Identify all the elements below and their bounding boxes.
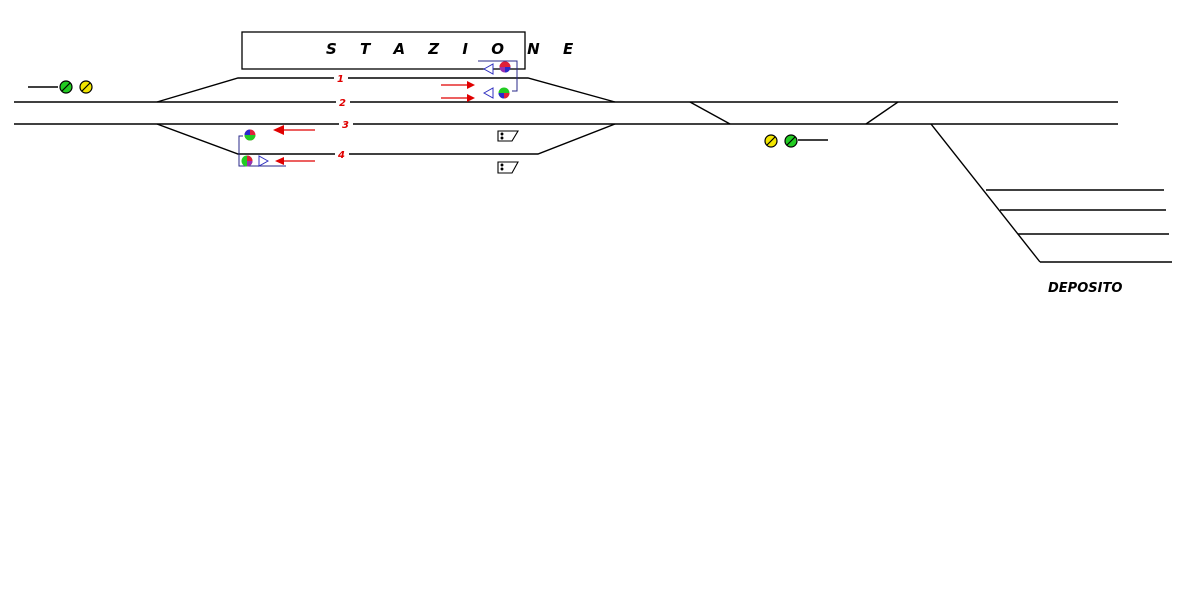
tracks [14, 77, 1172, 263]
track-number-1: 1 [337, 74, 344, 85]
buffer-stop-icon[interactable] [497, 130, 519, 142]
track-number-4: 4 [337, 150, 345, 161]
departure-signal-track-3[interactable] [244, 129, 256, 141]
station-name: S T A Z I O N E [326, 40, 582, 58]
signal-frame [478, 60, 518, 92]
crossover-left [689, 101, 731, 125]
depot-lead [930, 123, 1041, 263]
station-building: S T A Z I O N E [241, 31, 582, 70]
departure-signals-west [238, 129, 286, 167]
direction-arrow[interactable] [275, 157, 315, 165]
home-signal-left[interactable] [59, 80, 93, 94]
siding-track-1 [156, 77, 616, 103]
departure-signals-east [478, 60, 518, 99]
departure-signal-track-2[interactable] [498, 87, 510, 99]
buffer-stops [497, 130, 519, 174]
shunting-signal-track-1[interactable] [482, 63, 494, 75]
direction-arrow[interactable] [441, 94, 475, 102]
depot-label: DEPOSITO [1048, 281, 1122, 296]
signal-frame [238, 135, 286, 167]
buffer-stop-icon[interactable] [497, 161, 519, 174]
track-numbers: 1 2 3 4 [334, 72, 353, 161]
crossover-right [865, 101, 899, 125]
siding-track-4 [156, 123, 616, 155]
direction-arrows [273, 81, 475, 165]
home-signal-right[interactable] [764, 134, 798, 148]
track-number-2: 2 [339, 98, 346, 109]
direction-arrow[interactable] [441, 81, 475, 89]
station-building-box [241, 31, 526, 70]
departure-signal-track-1[interactable] [499, 61, 511, 73]
shunting-signal-track-4[interactable] [258, 155, 270, 167]
track-number-3: 3 [342, 120, 349, 131]
shunting-signal-track-2[interactable] [482, 87, 494, 99]
direction-arrow[interactable] [273, 125, 315, 135]
departure-signal-track-4[interactable] [241, 155, 253, 167]
